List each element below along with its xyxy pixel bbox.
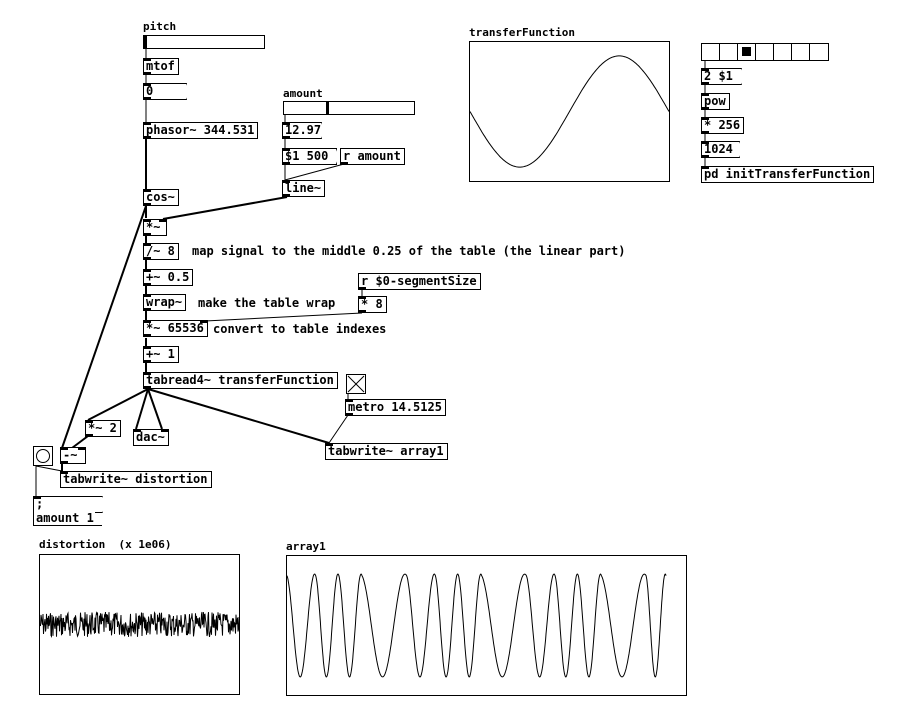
- divide-8-object[interactable]: /~ 8: [143, 243, 179, 260]
- tabwrite-array1-object[interactable]: tabwrite~ array1: [325, 443, 448, 460]
- multiply-8-object[interactable]: * 8: [358, 296, 387, 313]
- multiply-256-object[interactable]: * 256: [701, 117, 745, 134]
- map-signal-comment: map signal to the middle 0.25 of the tab…: [192, 244, 626, 258]
- amount-1-message[interactable]: ; amount 1: [33, 496, 102, 526]
- transfer-function-curve: [470, 55, 669, 168]
- cos-object[interactable]: cos~: [143, 189, 179, 206]
- cord: [35, 465, 63, 472]
- radio-cell[interactable]: [792, 44, 810, 60]
- multiply-65536-object[interactable]: *~ 65536: [143, 320, 208, 337]
- dac-object[interactable]: dac~: [133, 429, 169, 446]
- transfer-function-label: transferFunction: [469, 26, 575, 39]
- radio-cell[interactable]: [720, 44, 738, 60]
- amount-slider-knob[interactable]: [325, 102, 329, 114]
- distortion-plot: [40, 611, 239, 638]
- distortion-label: distortion (x 1e06): [39, 538, 172, 551]
- r-segment-size-object[interactable]: r $0-segmentSize: [358, 273, 481, 290]
- radio-cell[interactable]: [774, 44, 792, 60]
- signal-cord: [61, 205, 147, 449]
- signal-cord: [162, 196, 288, 220]
- radio-cell[interactable]: [738, 44, 756, 60]
- line-message-box[interactable]: $1 500: [282, 148, 337, 165]
- bang-circle-icon: [36, 449, 50, 463]
- add-1-object[interactable]: +~ 1: [143, 346, 179, 363]
- mtof-object[interactable]: mtof: [143, 58, 179, 75]
- pitch-slider[interactable]: [143, 35, 265, 49]
- radio-cell[interactable]: [702, 44, 720, 60]
- transfer-function-graph[interactable]: [469, 41, 670, 182]
- add-half-object[interactable]: +~ 0.5: [143, 269, 194, 286]
- tabwrite-distortion-object[interactable]: tabwrite~ distortion: [60, 471, 212, 488]
- distortion-graph[interactable]: [39, 554, 240, 695]
- array1-label: array1: [286, 540, 326, 553]
- signal-cord: [147, 388, 163, 430]
- radio-selector[interactable]: [701, 43, 829, 61]
- pitch-label: pitch: [143, 20, 177, 33]
- amount-slider[interactable]: [283, 101, 415, 115]
- radio-cell[interactable]: [756, 44, 774, 60]
- two-dollar-message[interactable]: 2 $1: [701, 68, 741, 85]
- array1-graph[interactable]: [286, 555, 687, 696]
- signal-cord: [71, 435, 89, 449]
- array1-curve: [287, 573, 667, 678]
- wrap-object[interactable]: wrap~: [143, 294, 187, 311]
- distortion-curve: [40, 611, 239, 638]
- pitch-slider-knob[interactable]: [144, 36, 147, 48]
- multiply-object[interactable]: *~: [143, 219, 167, 236]
- table-wrap-comment: make the table wrap: [198, 296, 336, 310]
- tabread4-object[interactable]: tabread4~ transferFunction: [143, 372, 338, 389]
- subtract-object[interactable]: -~: [60, 447, 86, 464]
- pow-object[interactable]: pow: [701, 93, 730, 110]
- transfer-function-plot: [470, 55, 669, 168]
- amount-number-box[interactable]: 12.97: [282, 122, 321, 139]
- number-1024-box[interactable]: 1024: [701, 141, 739, 158]
- distortion-bang[interactable]: [33, 446, 53, 466]
- pitch-number-box[interactable]: 0: [143, 83, 186, 100]
- line-object[interactable]: line~: [282, 180, 326, 197]
- cord: [328, 414, 349, 444]
- cord: [284, 163, 345, 181]
- multiply-2-object[interactable]: *~ 2: [85, 420, 121, 437]
- array1-plot: [287, 573, 667, 678]
- amount-label: amount: [283, 87, 323, 100]
- toggle-x-icon: [347, 375, 365, 393]
- radio-cell[interactable]: [810, 44, 828, 60]
- convert-comment: convert to table indexes: [213, 322, 387, 336]
- distortion-scale-label: (x 1e06): [118, 538, 172, 551]
- r-amount-object[interactable]: r amount: [340, 148, 405, 165]
- signal-cord: [135, 388, 149, 430]
- metro-object[interactable]: metro 14.5125: [345, 399, 446, 416]
- signal-cord: [87, 388, 149, 421]
- cord: [204, 312, 363, 322]
- phasor-object[interactable]: phasor~ 344.531: [143, 122, 259, 139]
- init-transfer-function-object[interactable]: pd initTransferFunction: [701, 166, 875, 183]
- metro-toggle[interactable]: [346, 374, 366, 394]
- signal-cord: [147, 388, 330, 444]
